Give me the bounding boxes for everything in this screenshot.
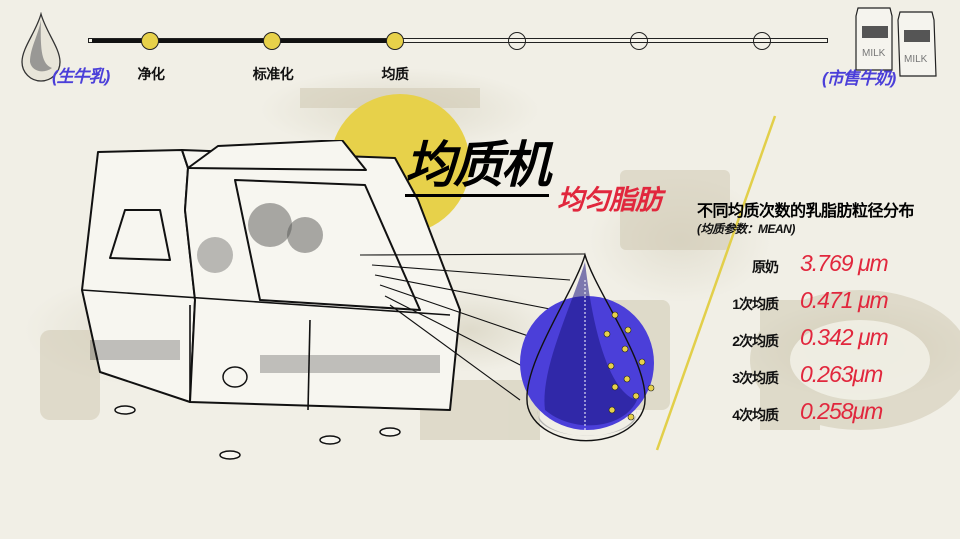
stats-title: 不同均质次数的乳脂肪粒径分布 [697, 203, 915, 220]
timeline-node-1[interactable] [141, 32, 159, 50]
timeline-label-3: 均质 [381, 66, 410, 82]
stat-row: 4次均质 0.258μm [700, 398, 940, 428]
fat-droplet-icon [526, 252, 655, 442]
homogenizer-machine-illustration [81, 140, 461, 460]
stat-value: 0.342 μm [800, 324, 889, 350]
end-label: (市售牛奶) [822, 69, 896, 88]
milk-drop-icon [21, 12, 61, 82]
stat-value: 0.471 μm [800, 287, 889, 313]
timeline-node-5[interactable] [630, 32, 648, 50]
milk-carton-icon: MILK MILK [855, 7, 937, 77]
stat-label: 1次均质 [732, 296, 779, 312]
stat-label: 原奶 [752, 259, 779, 275]
stat-row: 1次均质 0.471 μm [700, 287, 940, 317]
page-title: 均质机 [405, 140, 551, 197]
timeline-progress [92, 39, 392, 43]
timeline-node-3[interactable] [386, 32, 404, 50]
stat-row: 原奶 3.769 μm [700, 250, 940, 280]
stat-label: 2次均质 [732, 333, 779, 349]
timeline-node-4[interactable] [508, 32, 526, 50]
timeline-node-6[interactable] [753, 32, 771, 50]
timeline-node-2[interactable] [263, 32, 281, 50]
svg-text:MILK: MILK [862, 48, 886, 59]
timeline-label-1: 净化 [137, 66, 166, 82]
svg-text:MILK: MILK [904, 54, 928, 65]
stats-subtitle: (均质参数：MEAN) [697, 222, 795, 236]
timeline-label-2: 标准化 [252, 66, 294, 82]
stat-value: 0.258μm [800, 398, 883, 424]
timeline-track [88, 38, 828, 43]
stat-row: 3次均质 0.263μm [700, 361, 940, 391]
stat-row: 2次均质 0.342 μm [700, 324, 940, 354]
stat-label: 4次均质 [732, 407, 779, 423]
stat-label: 3次均质 [732, 370, 779, 386]
start-label: (生牛乳) [52, 67, 110, 86]
stat-value: 0.263μm [800, 361, 883, 387]
page-subtitle: 均匀脂肪 [557, 185, 662, 215]
stat-value: 3.769 μm [800, 250, 889, 276]
